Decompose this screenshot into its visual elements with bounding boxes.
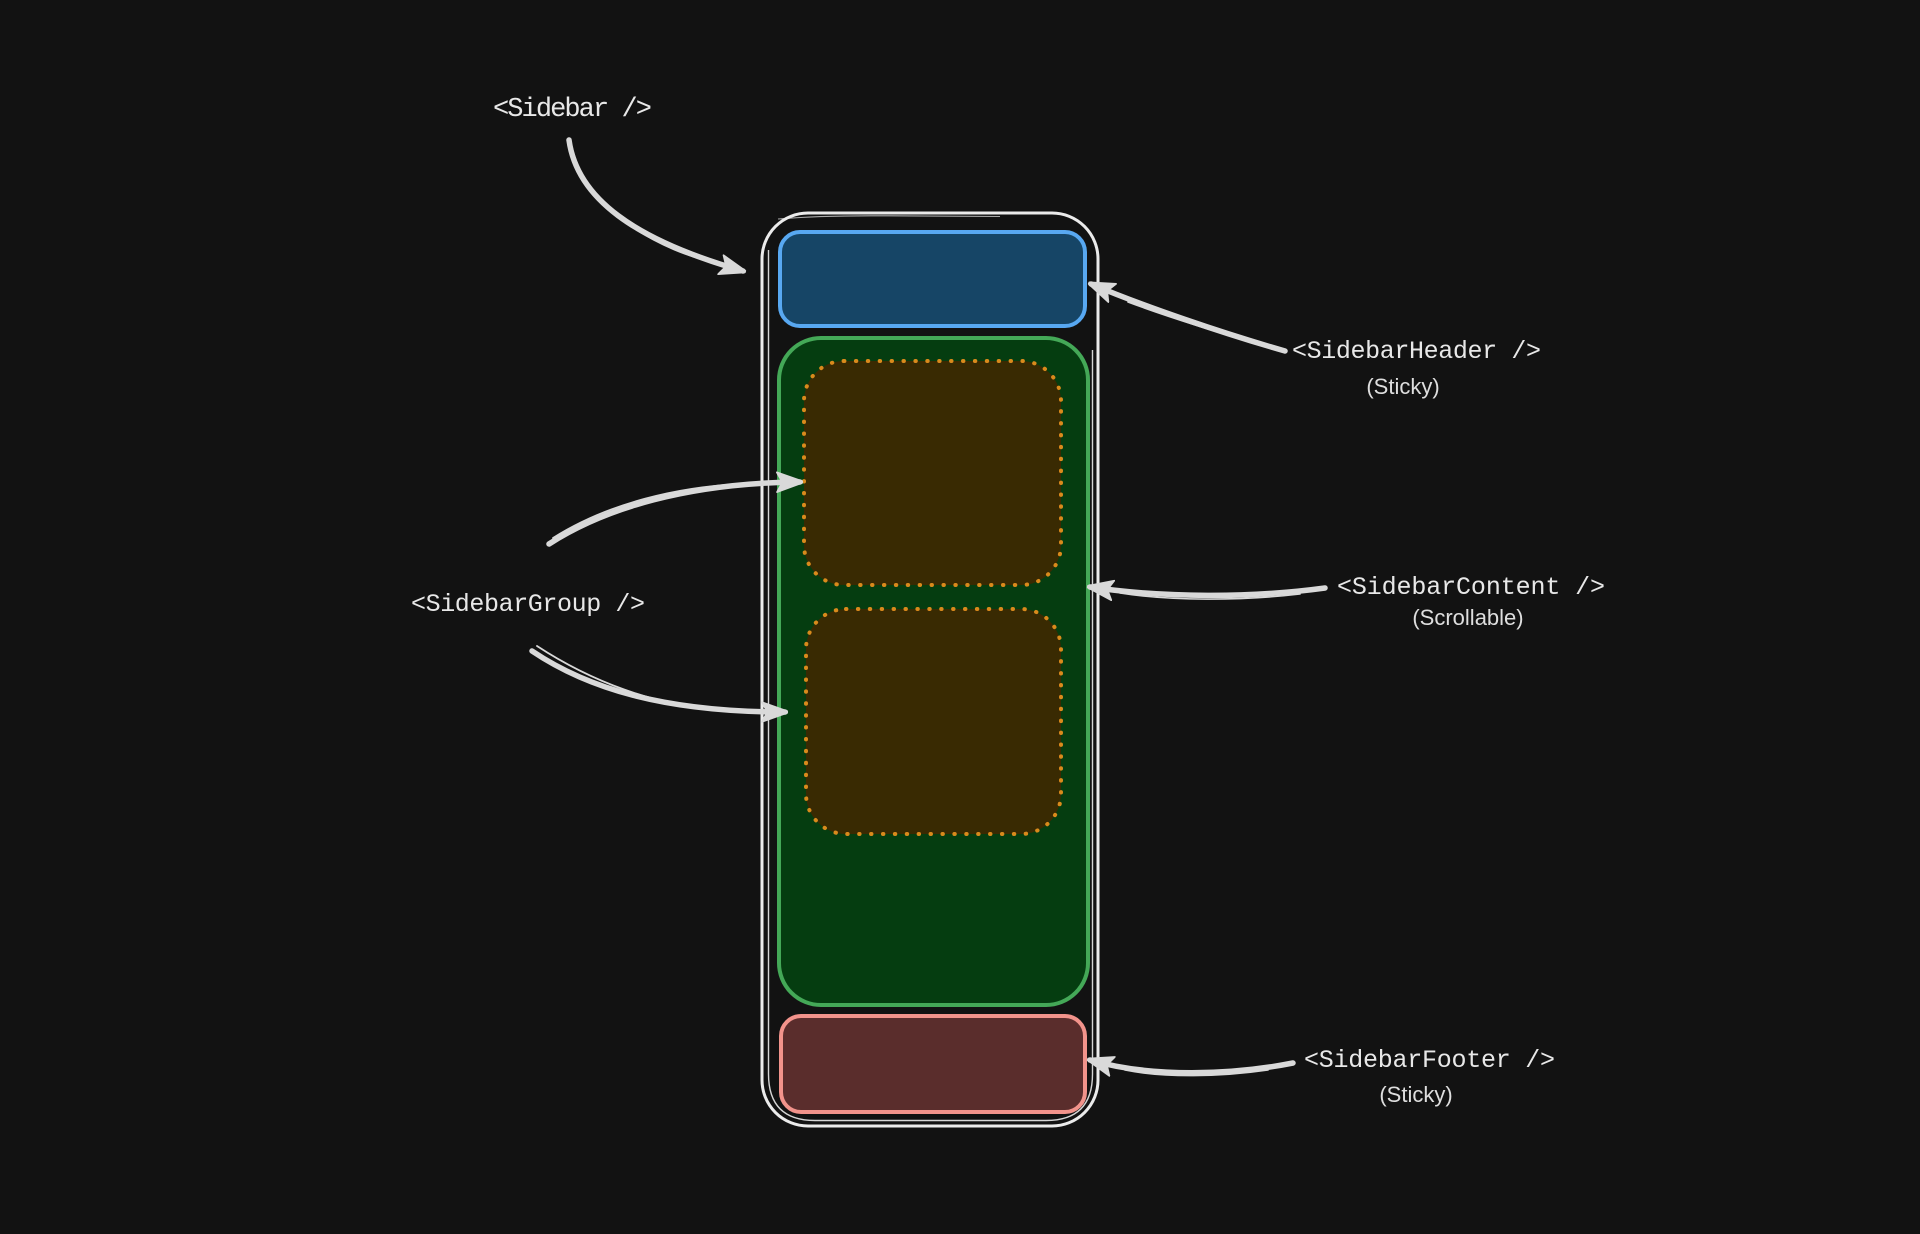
svg-text:<Sidebar />: <Sidebar /> — [493, 95, 652, 125]
svg-text:(Scrollable): (Scrollable) — [1412, 605, 1523, 630]
svg-text:<SidebarHeader />: <SidebarHeader /> — [1292, 337, 1541, 366]
svg-text:(Sticky): (Sticky) — [1379, 1082, 1452, 1107]
svg-text:(Sticky): (Sticky) — [1366, 374, 1439, 399]
svg-text:<SidebarContent />: <SidebarContent /> — [1337, 573, 1605, 602]
svg-text:<SidebarFooter />: <SidebarFooter /> — [1304, 1046, 1555, 1075]
svg-text:<SidebarGroup />: <SidebarGroup /> — [411, 590, 645, 619]
